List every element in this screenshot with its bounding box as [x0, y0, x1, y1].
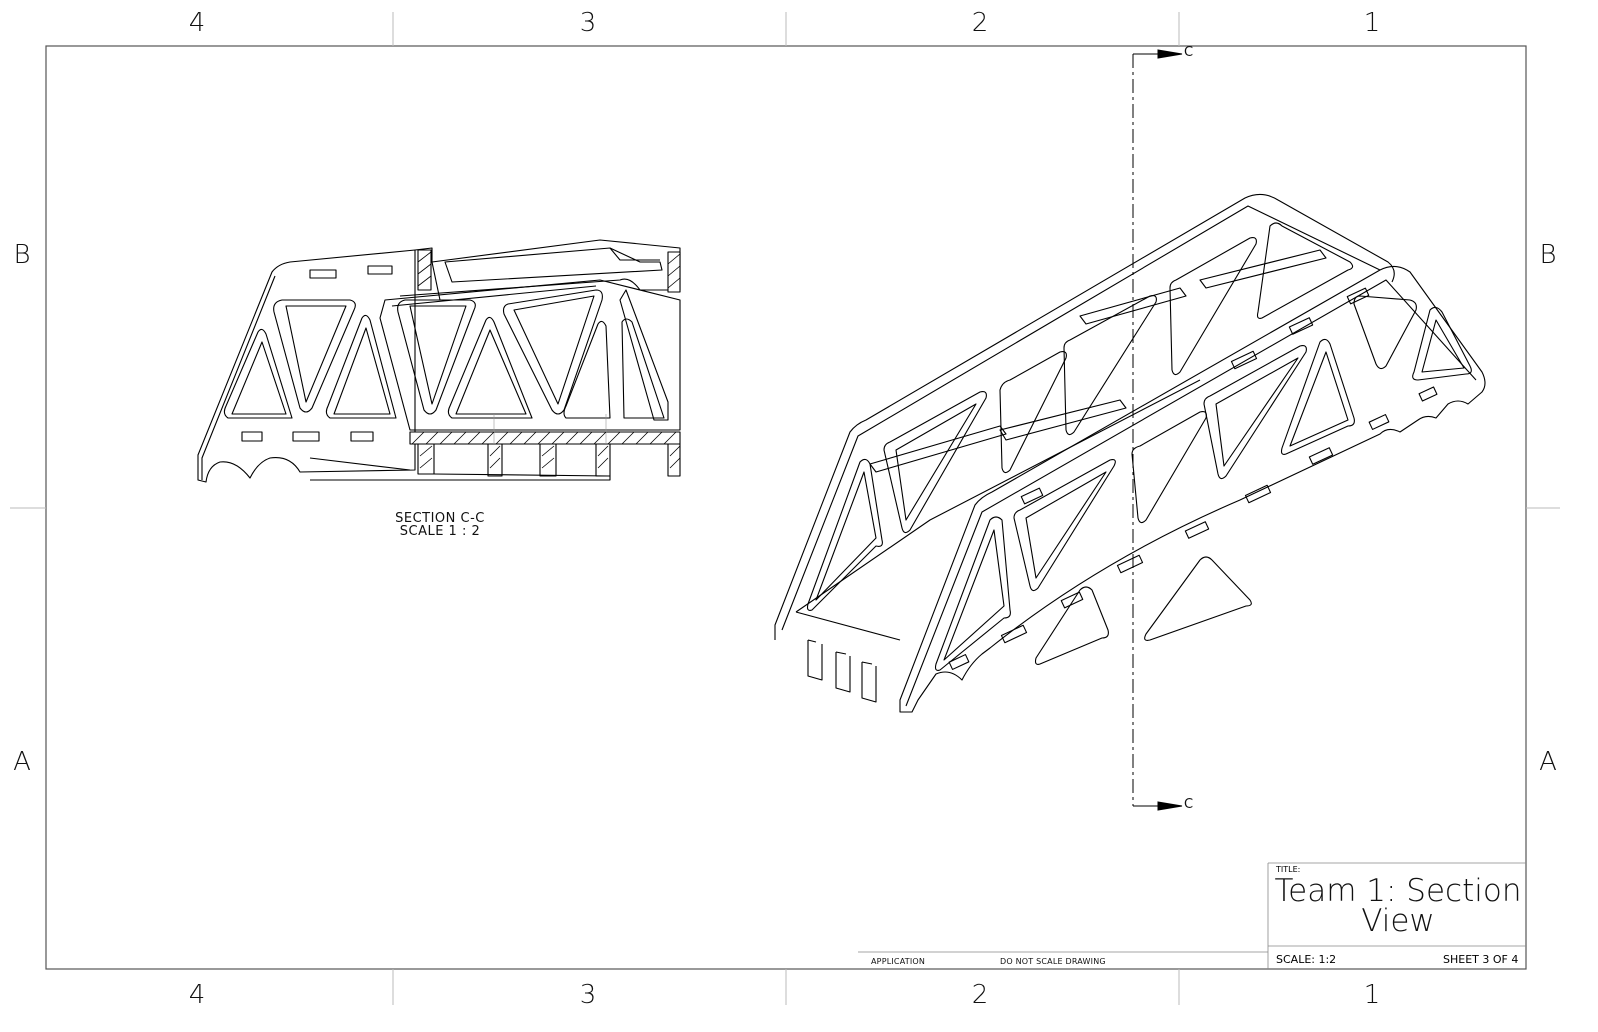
section-scale: SCALE 1 : 2 [399, 524, 481, 539]
drawing-title-line2: View [1361, 903, 1435, 939]
isometric-bridge-drawing [774, 193, 1486, 713]
title-block-sheet-number: SHEET 3 OF 4 [1443, 953, 1519, 966]
cutting-plane-letter-bottom: C [1184, 797, 1194, 812]
title-caption: TITLE: [1276, 865, 1301, 874]
cutting-plane-letter-top: C [1184, 45, 1194, 60]
zone-column-2-bottom: 2 [971, 980, 989, 1010]
do-not-scale-label: DO NOT SCALE DRAWING [1000, 957, 1106, 966]
zone-column-3-bottom: 3 [579, 980, 597, 1010]
zone-row-b-left: B [13, 240, 31, 270]
zone-ticks [10, 12, 1560, 1005]
zone-column-4-top: 4 [188, 8, 206, 38]
drawing-title: Team 1: Section View [1268, 873, 1528, 939]
zone-column-4-bottom: 4 [188, 980, 206, 1010]
zone-column-2-top: 2 [971, 8, 989, 38]
application-label: APPLICATION [871, 957, 926, 966]
cutting-plane-line [1132, 49, 1183, 811]
drawing-title-line1: Team 1: Section [1274, 873, 1522, 909]
zone-column-1-bottom: 1 [1363, 980, 1381, 1010]
zone-row-b-right: B [1539, 240, 1557, 270]
section-view-drawing [197, 239, 681, 483]
title-block-scale: SCALE: 1:2 [1276, 953, 1337, 966]
section-view-label: SECTION C-C SCALE 1 : 2 [350, 512, 530, 538]
zone-column-1-top: 1 [1363, 8, 1381, 38]
title-block-frame [858, 862, 1526, 969]
section-title: SECTION C-C [395, 511, 485, 526]
zone-column-3-top: 3 [579, 8, 597, 38]
section-hatching [411, 251, 681, 469]
drawing-border [45, 45, 1527, 970]
zone-row-a-left: A [13, 747, 31, 777]
zone-row-a-right: A [1539, 747, 1557, 777]
